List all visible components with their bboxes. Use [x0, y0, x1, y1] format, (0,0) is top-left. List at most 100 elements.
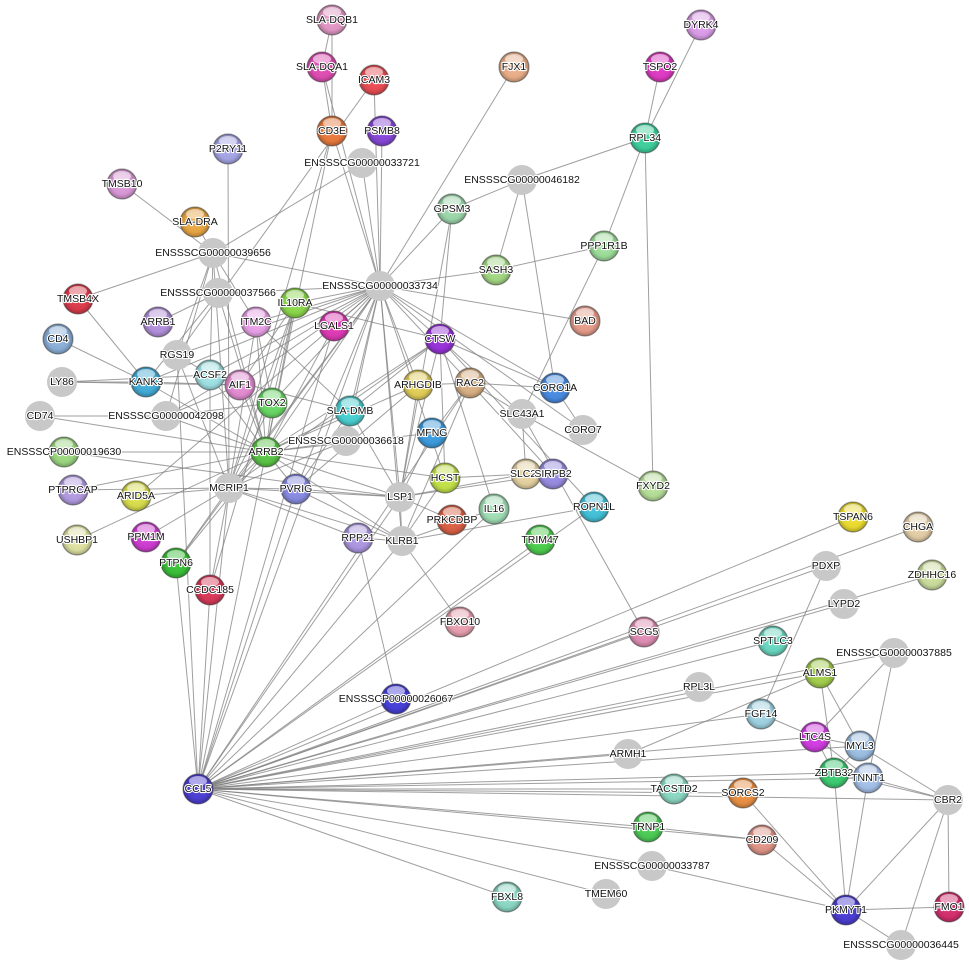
node-sirpb2[interactable]: SIRPB2 [533, 458, 573, 490]
node-ctsw[interactable]: CTSW [423, 323, 457, 355]
node-lypd2[interactable]: LYPD2 [827, 589, 861, 619]
node-il16[interactable]: IL16 [478, 493, 510, 525]
node-enssscg00000036618[interactable]: ENSSSCG00000036618 [287, 426, 405, 456]
node-enssscg00000039656[interactable]: ENSSSCG00000039656 [154, 238, 272, 268]
node-rpp21[interactable]: RPP21 [340, 522, 376, 554]
node-sla-dqa1[interactable]: SLA-DQA1 [295, 51, 349, 83]
node-kank3[interactable]: KANK3 [128, 366, 164, 398]
node-cd74[interactable]: CD74 [25, 401, 55, 431]
node-mfng[interactable]: MFNG [415, 417, 449, 449]
node-fgf14[interactable]: FGF14 [744, 698, 779, 730]
node-fbxl8[interactable]: FBXL8 [490, 881, 524, 913]
node-trnp1[interactable]: TRNP1 [630, 811, 666, 843]
node-arrb2[interactable]: ARRB2 [247, 436, 285, 468]
node-psmb8[interactable]: PSMB8 [363, 115, 401, 147]
node-sla-dmb[interactable]: SLA-DMB [326, 395, 374, 427]
node-cd209[interactable]: CD209 [745, 824, 780, 856]
node-myl3[interactable]: MYL3 [844, 730, 876, 762]
node-coro1a[interactable]: CORO1A [532, 372, 578, 404]
node-alms1[interactable]: ALMS1 [802, 657, 838, 689]
node-ppp1r1b[interactable]: PPP1R1B [579, 230, 629, 262]
node-ptpn6[interactable]: PTPN6 [158, 547, 194, 579]
node-cd4[interactable]: CD4 [42, 323, 74, 355]
node-sash3[interactable]: SASH3 [478, 254, 514, 286]
node-rpl34[interactable]: RPL34 [628, 122, 662, 154]
node-enssscg00000046182[interactable]: ENSSSCG00000046182 [463, 165, 581, 195]
edge-enssscg00000039656-tmsb4x [77, 252, 214, 300]
node-itm2c[interactable]: ITM2C [239, 306, 273, 338]
node-label: RPL3L [683, 681, 715, 693]
node-arrb1[interactable]: ARRB1 [139, 306, 177, 338]
node-ltc4s[interactable]: LTC4S [798, 721, 832, 753]
node-enssscg00000037566[interactable]: ENSSSCG00000037566 [159, 278, 277, 308]
node-sla-dra[interactable]: SLA-DRA [171, 206, 219, 238]
node-enssscg00000042098[interactable]: ENSSSCG00000042098 [107, 401, 225, 431]
node-tmem60[interactable]: TMEM60 [584, 879, 629, 909]
node-pdxp[interactable]: PDXP [811, 551, 841, 581]
node-tacstd2[interactable]: TACSTD2 [649, 773, 699, 805]
node-ppm1m[interactable]: PPM1M [126, 521, 166, 553]
node-icam3[interactable]: ICAM3 [357, 64, 391, 96]
node-il10ra[interactable]: IL10RA [276, 287, 314, 319]
node-ptprcap[interactable]: PTPRCAP [47, 474, 99, 506]
node-highlight [665, 776, 683, 786]
node-ropn1l[interactable]: ROPN1L [572, 491, 616, 523]
node-trim47[interactable]: TRIM47 [520, 524, 560, 556]
node-sptlc3[interactable]: SPTLC3 [752, 625, 794, 657]
node-rgs19[interactable]: RGS19 [159, 340, 195, 370]
node-label: CCL5 [185, 783, 212, 795]
node-scg5[interactable]: SCG5 [628, 616, 660, 648]
node-dyrk4[interactable]: DYRK4 [682, 9, 720, 41]
node-zdhhc16[interactable]: ZDHHC16 [907, 559, 957, 591]
node-arhgdib[interactable]: ARHGDIB [393, 369, 443, 401]
node-tmsb10[interactable]: TMSB10 [100, 168, 144, 200]
node-enssscg00000036445[interactable]: ENSSSCG00000036445 [842, 930, 960, 960]
node-cbr2[interactable]: CBR2 [933, 785, 963, 815]
node-enssscg00000033721[interactable]: ENSSSCG00000033721 [303, 148, 421, 178]
node-enssscg00000037885[interactable]: ENSSSCG00000037885 [835, 638, 953, 668]
node-sla-dqb1[interactable]: SLA-DQB1 [305, 4, 359, 36]
node-pvrig[interactable]: PVRIG [279, 473, 313, 505]
node-lgals1[interactable]: LGALS1 [313, 310, 355, 342]
node-fmo1[interactable]: FMO1 [933, 891, 965, 923]
edge-lsp1-slc22 [399, 473, 527, 498]
node-hcst[interactable]: HCST [429, 462, 461, 494]
node-p2ry11[interactable]: P2RY11 [208, 133, 248, 165]
node-tspo2[interactable]: TSPO2 [642, 51, 678, 83]
node-enssscp00000026067[interactable]: ENSSSCP00000026067 [338, 683, 454, 715]
node-tnnt1[interactable]: TNNT1 [850, 762, 886, 794]
node-enssscg00000033734[interactable]: ENSSSCG00000033734 [321, 271, 439, 301]
node-zbtb32[interactable]: ZBTB32 [814, 757, 855, 789]
node-enssscp00000019630[interactable]: ENSSSCP00000019630 [6, 436, 122, 468]
node-coro7[interactable]: CORO7 [563, 415, 603, 445]
node-aif1[interactable]: AIF1 [224, 369, 256, 401]
node-rpl3l[interactable]: RPL3L [682, 672, 716, 702]
node-ly86[interactable]: LY86 [47, 367, 77, 397]
node-gpsm3[interactable]: GPSM3 [433, 193, 472, 225]
node-enssscg00000033787[interactable]: ENSSSCG00000033787 [593, 851, 711, 881]
node-mcrip1[interactable]: MCRIP1 [208, 473, 250, 503]
node-klrb1[interactable]: KLRB1 [384, 526, 420, 556]
node-tspan6[interactable]: TSPAN6 [832, 501, 874, 533]
node-fxyd2[interactable]: FXYD2 [635, 470, 671, 502]
node-armh1[interactable]: ARMH1 [609, 739, 648, 769]
node-pkmyt1[interactable]: PKMYT1 [824, 894, 868, 926]
node-lsp1[interactable]: LSP1 [385, 482, 415, 512]
node-acsf2[interactable]: ACSF2 [192, 359, 228, 391]
node-rac2[interactable]: RAC2 [454, 367, 486, 399]
node-slc43a1[interactable]: SLC43A1 [498, 399, 546, 429]
node-arid5a[interactable]: ARID5A [116, 480, 156, 512]
node-ccl5[interactable]: CCL5 [182, 773, 214, 805]
node-sorcs2[interactable]: SORCS2 [720, 777, 766, 809]
node-ushbp1[interactable]: USHBP1 [55, 524, 99, 556]
node-tmsb4x[interactable]: TMSB4X [56, 283, 100, 315]
node-tox2[interactable]: TOX2 [256, 387, 288, 419]
node-fjx1[interactable]: FJX1 [498, 51, 530, 83]
node-chga[interactable]: CHGA [902, 511, 934, 543]
node-ccdc185[interactable]: CCDC185 [185, 574, 235, 606]
node-cd3e[interactable]: CD3E [316, 115, 348, 147]
node-bad[interactable]: BAD [569, 305, 601, 337]
node-prkcdbp[interactable]: PRKCDBP [426, 504, 478, 536]
node-highlight [753, 827, 771, 837]
node-fbxo10[interactable]: FBXO10 [439, 606, 481, 638]
